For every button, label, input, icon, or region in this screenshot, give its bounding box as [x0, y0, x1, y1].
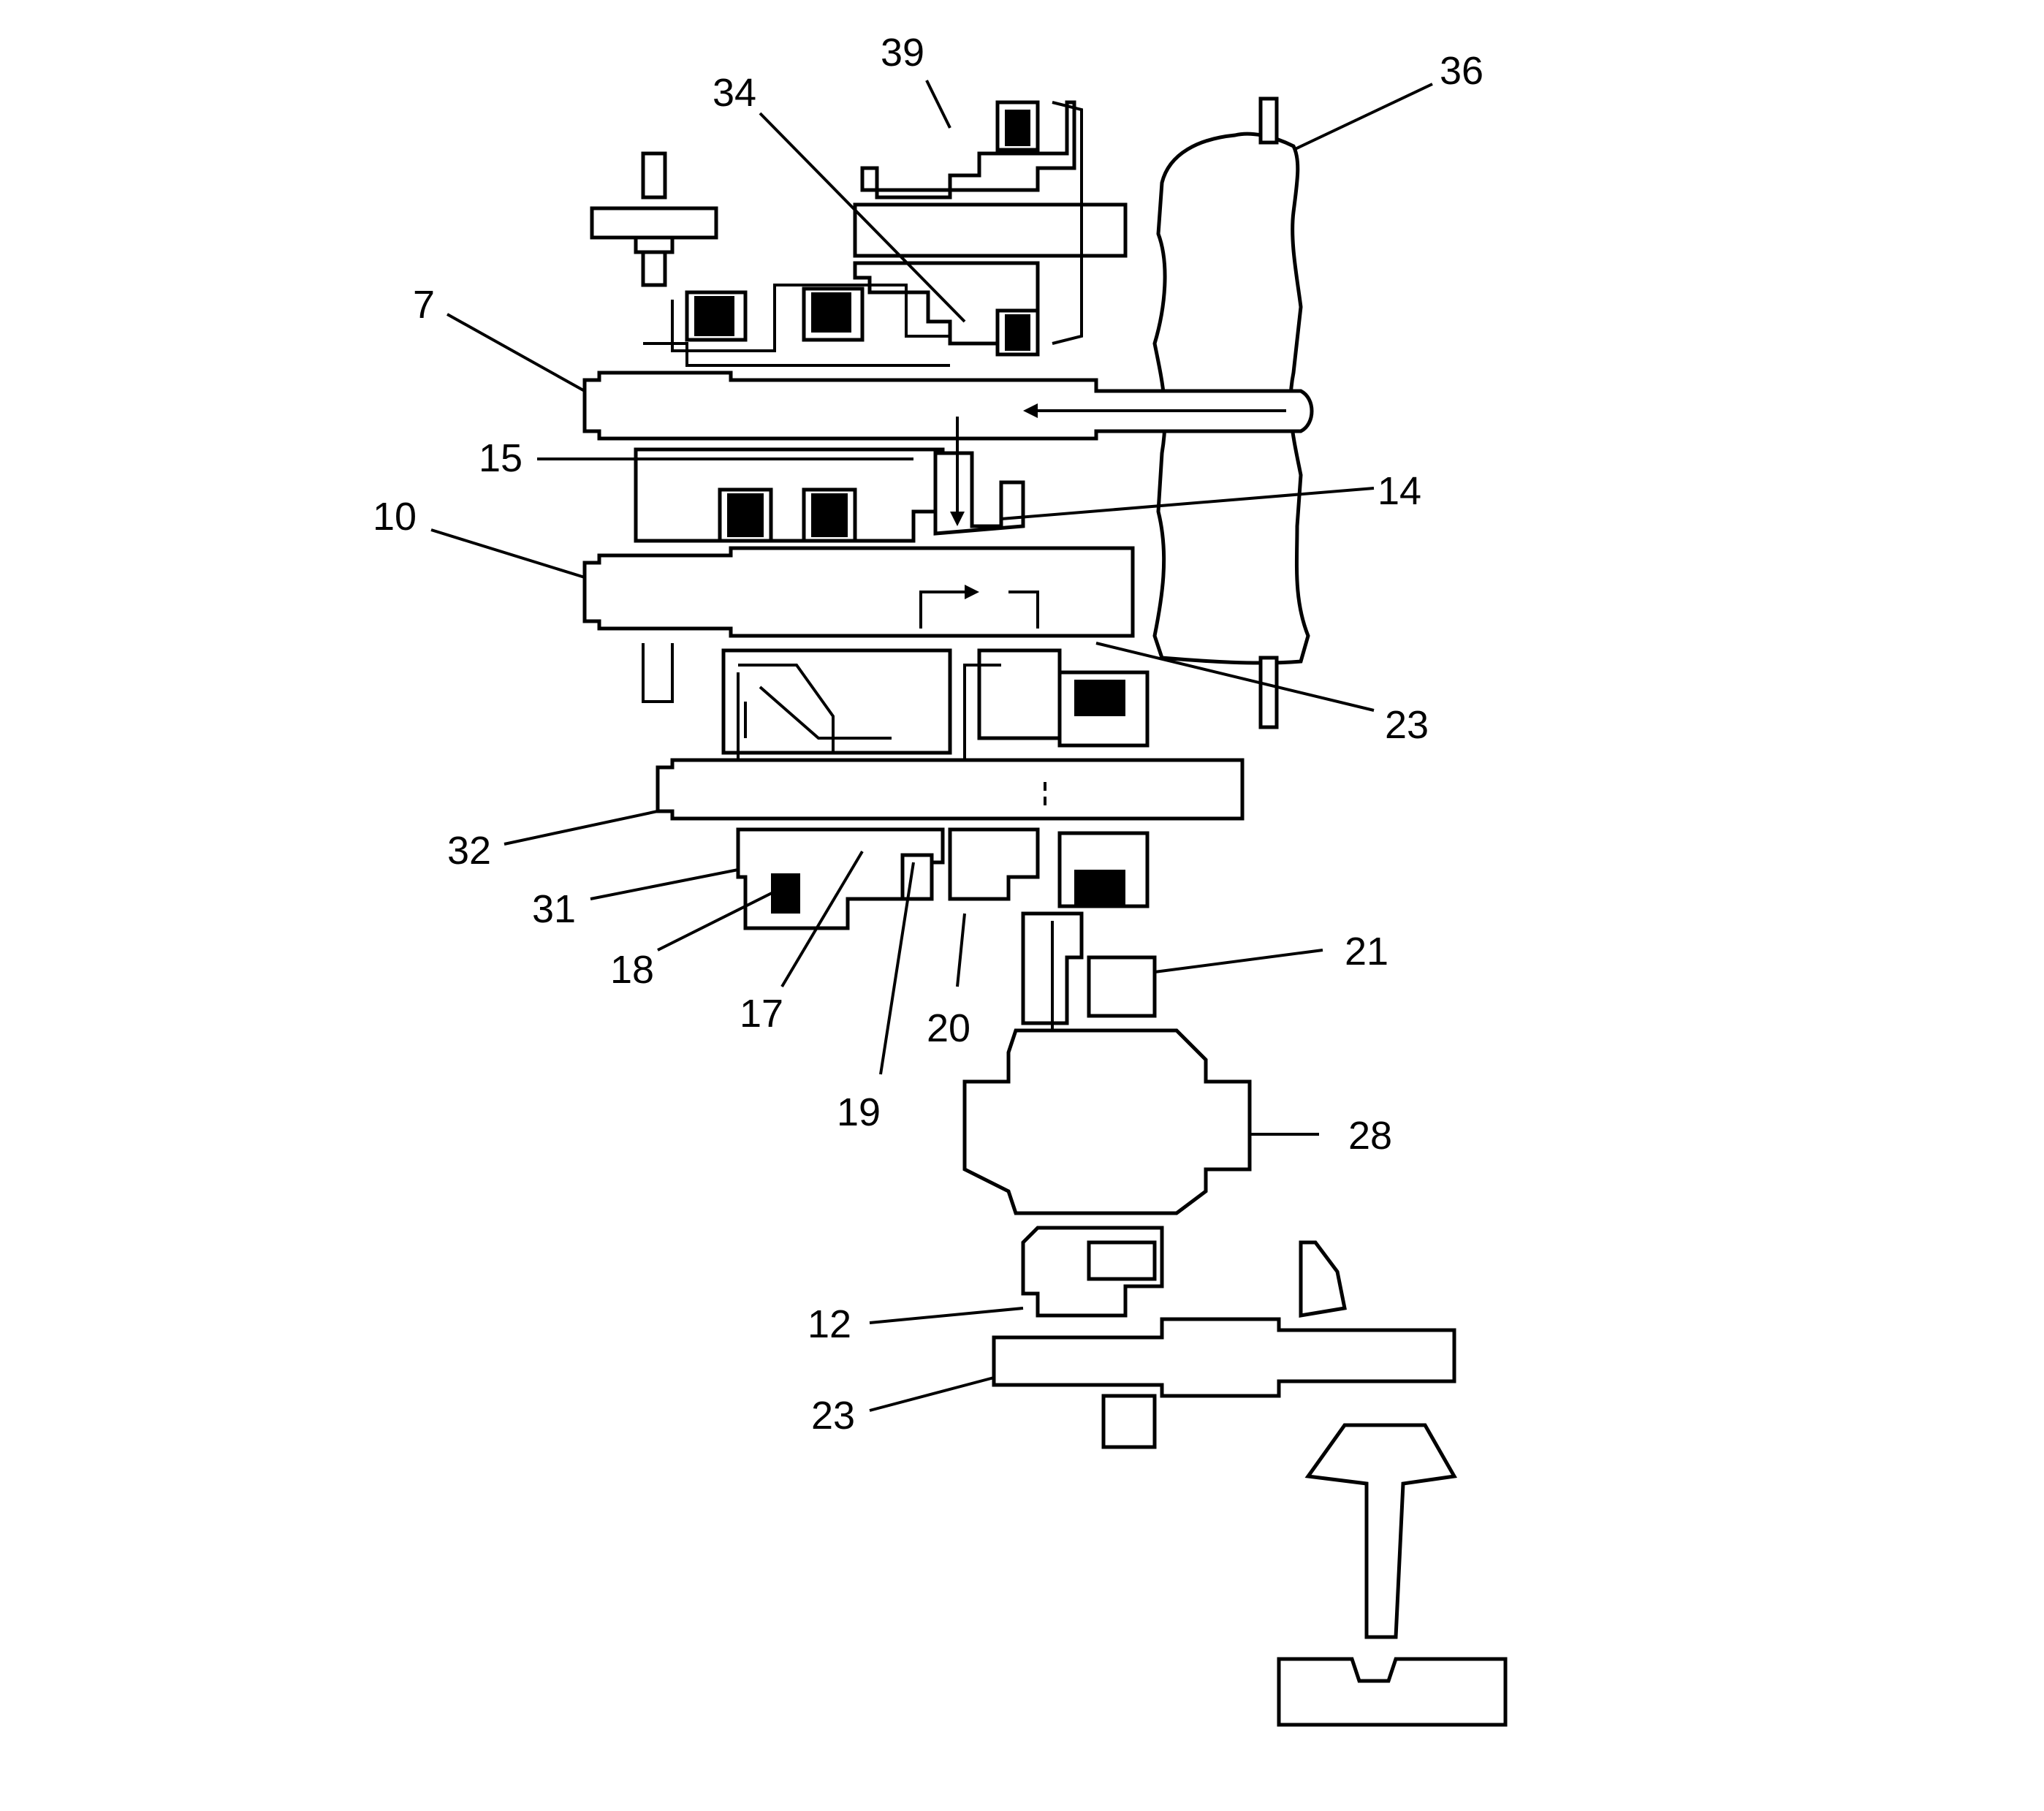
callout-39: 39 — [881, 31, 924, 75]
callout-20: 20 — [927, 1006, 970, 1050]
final-drive-gears — [992, 1226, 1508, 1727]
middle-clutch-assembly — [634, 417, 1025, 543]
callout-15: 15 — [479, 436, 523, 480]
callout-12: 12 — [808, 1302, 851, 1346]
transfer-drive-gear — [590, 151, 718, 287]
callout-14: 14 — [1378, 469, 1421, 513]
callout-34: 34 — [713, 71, 756, 115]
callout-18: 18 — [610, 948, 654, 992]
planetary-housing — [721, 648, 1150, 797]
differential — [962, 1028, 1252, 1215]
callout-23-lower: 23 — [811, 1394, 855, 1438]
callout-31: 31 — [532, 887, 576, 931]
callout-labels: 39 34 36 7 15 14 10 23 32 31 18 17 20 19… — [373, 31, 1483, 1438]
output-shaft — [656, 758, 1245, 821]
transfer-shaft — [1021, 911, 1157, 1067]
intermediate-shaft — [582, 546, 1135, 703]
callout-28: 28 — [1348, 1114, 1392, 1158]
input-shaft — [582, 371, 1314, 441]
callout-32: 32 — [447, 829, 491, 873]
callout-10: 10 — [373, 495, 417, 539]
callout-23-upper: 23 — [1385, 703, 1429, 747]
leader-lines — [430, 80, 1433, 1412]
callout-17: 17 — [740, 992, 783, 1036]
upper-clutch-assembly — [853, 100, 1128, 357]
callout-19: 19 — [837, 1090, 881, 1134]
callout-7: 7 — [413, 283, 435, 327]
callout-21: 21 — [1345, 930, 1388, 973]
input-clutch-packs — [643, 284, 950, 367]
lower-clutch-assembly — [736, 827, 1150, 930]
callout-36: 36 — [1440, 49, 1483, 93]
